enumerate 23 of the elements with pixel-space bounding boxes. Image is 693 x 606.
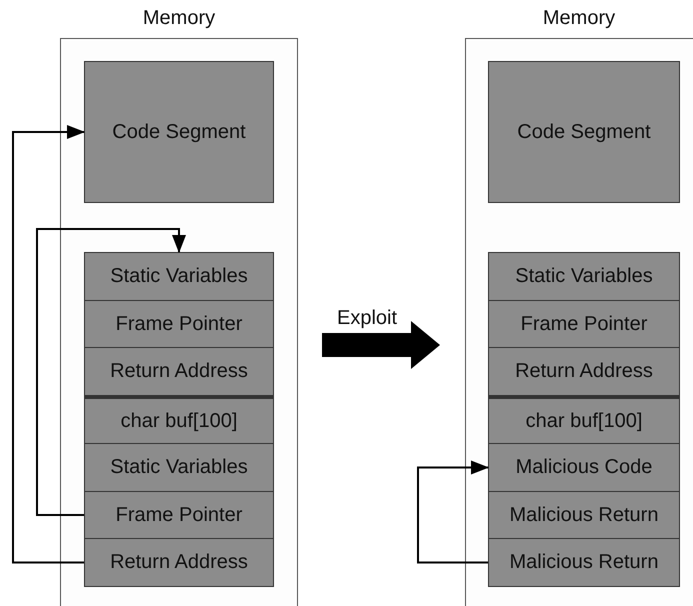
stack-cell: Malicious Code [488, 443, 680, 492]
stack-cell: Static Variables [84, 443, 274, 492]
stack-cell: Static Variables [84, 252, 274, 301]
stack-cell: Return Address [84, 538, 274, 587]
stack-cell: Malicious Return [488, 538, 680, 587]
stack-cell: char buf[100] [84, 395, 274, 444]
arrow [12, 125, 85, 564]
stack-cell: char buf[100] [488, 395, 680, 444]
arrow [36, 228, 186, 516]
stack-cell: Frame Pointer [488, 300, 680, 348]
panel-heading: Memory [142, 6, 216, 30]
stack-cell: Frame Pointer [84, 491, 274, 539]
stack-cell: Frame Pointer [84, 300, 274, 348]
code-segment-block: Code Segment [84, 61, 274, 203]
block-arrow [322, 321, 440, 369]
code-segment-block: Code Segment [488, 61, 680, 203]
stack-cell: Return Address [488, 347, 680, 396]
stack-cell: Return Address [84, 347, 274, 396]
arrow [417, 460, 489, 564]
edge-label: Exploit [336, 307, 398, 329]
stack-cell: Malicious Return [488, 491, 680, 539]
panel-heading: Memory [542, 6, 616, 30]
stack-cell: Static Variables [488, 252, 680, 301]
